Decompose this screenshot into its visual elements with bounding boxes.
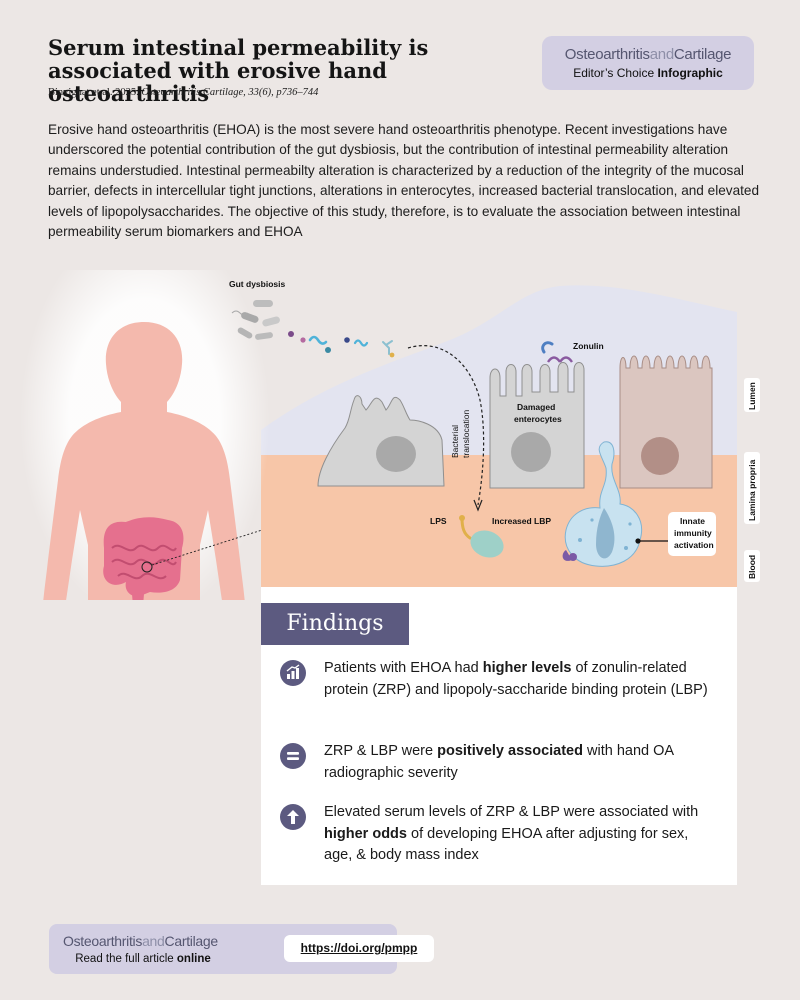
lbp-icon (470, 530, 504, 558)
citation-journal: Osteoarthritis Cartilage, 33(6), p736–74… (141, 87, 319, 98)
healthy-enterocyte (619, 355, 713, 489)
gut-dysbiosis-label: Gut dysbiosis (229, 279, 285, 289)
bacterial-translocation-label-2: translocation (461, 410, 471, 458)
human-body-silhouette (20, 270, 270, 600)
journal-name: OsteoarthritisandCartilage (564, 46, 732, 63)
innate-immunity-label-2: immunity (674, 528, 712, 538)
intro-paragraph: Erosive hand osteoarthritis (EHOA) is th… (48, 122, 760, 240)
journal-badge-bottom: OsteoarthritisandCartilage Read the full… (49, 924, 434, 974)
lps-label: LPS (430, 516, 447, 526)
journal-badge-top: OsteoarthritisandCartilage Editor’s Choi… (542, 36, 754, 90)
bacterial-translocation-label-1: Bacterial (450, 425, 460, 458)
immune-cell-icon (562, 441, 642, 567)
damaged-enterocyte-2 (489, 362, 585, 489)
finding-text-3: Elevated serum levels of ZRP & LBP were … (324, 804, 699, 863)
arrow-up-icon (280, 804, 306, 830)
read-full-article-label: Read the full article online (75, 953, 211, 965)
zonulin-label: Zonulin (573, 341, 604, 351)
intestine-icon (103, 517, 184, 600)
gut-dysbiosis-bacteria (231, 300, 395, 358)
layer-label-blood: Blood (747, 555, 757, 579)
damaged-enterocytes-label-2: enterocytes (514, 414, 562, 424)
editors-choice-label: Editor’s Choice Infographic (573, 66, 723, 80)
citation: Binvignat et al. 2025. Osteoarthritis Ca… (48, 87, 318, 98)
findings-heading: Findings (261, 603, 409, 645)
page-title: Serum intestinal permeability is associa… (48, 35, 429, 106)
journal-name-bottom: OsteoarthritisandCartilage (63, 933, 218, 949)
layer-label-lumen: Lumen (747, 382, 757, 410)
innate-immunity-label-1: Innate (680, 516, 705, 526)
damaged-enterocyte-1 (317, 395, 445, 487)
layer-label-lamina-propria: Lamina propria (747, 459, 757, 521)
increased-lbp-label: Increased LBP (492, 516, 551, 526)
finding-text-2: ZRP & LBP were positively associated wit… (324, 743, 674, 781)
gut-permeability-illustration: Gut dysbiosis Bacterial translocation Zo… (20, 270, 760, 600)
finding-text-1: Patients with EHOA had higher levels of … (324, 660, 708, 698)
zonulin-icon (541, 341, 573, 363)
bar-chart-up-icon (280, 660, 306, 686)
doi-link[interactable]: https://doi.org/pmpp (284, 935, 434, 962)
citation-authors: Binvignat et al. 2025. (48, 87, 139, 98)
damaged-enterocytes-label-1: Damaged (517, 402, 555, 412)
innate-immunity-label-3: activation (674, 540, 714, 550)
equals-icon (280, 743, 306, 769)
